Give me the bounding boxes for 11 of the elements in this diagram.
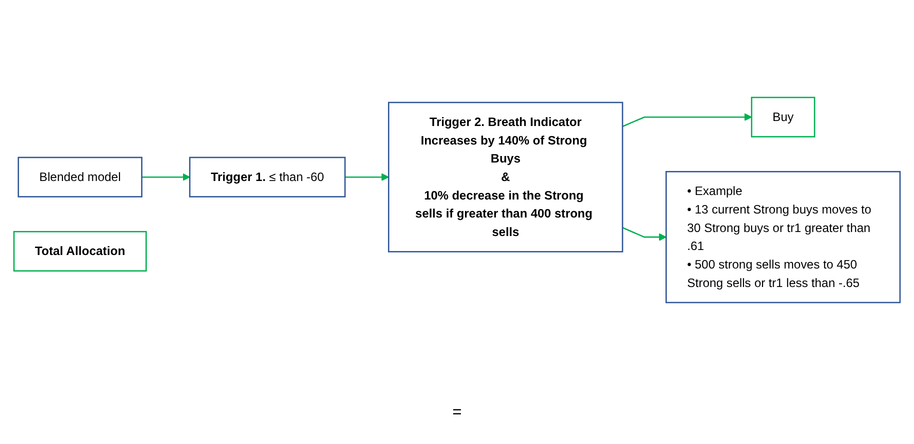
node-box: Trigger 1. ≤ than -60 [189, 156, 346, 198]
node-box: Buy [750, 96, 816, 138]
node-box: Total Allocation [13, 230, 147, 272]
node-box: Blended model [18, 156, 142, 198]
arrow [622, 113, 752, 128]
node-box: Trigger 2. Breath Indicator Increases by 140% of Strong Buys & 10% decrease in the Strong sells if greater than 400 strong sells [388, 102, 624, 252]
node-box: • Example • 13 current Strong buys moves to 30 Strong buys or tr1 greater than .61 • 500 strong sells moves to 450 Strong sells or tr1 less than -.65 [666, 170, 901, 304]
arrow [622, 227, 666, 241]
arrow [345, 173, 389, 181]
arrow [142, 173, 190, 181]
note-label: = [452, 404, 462, 422]
